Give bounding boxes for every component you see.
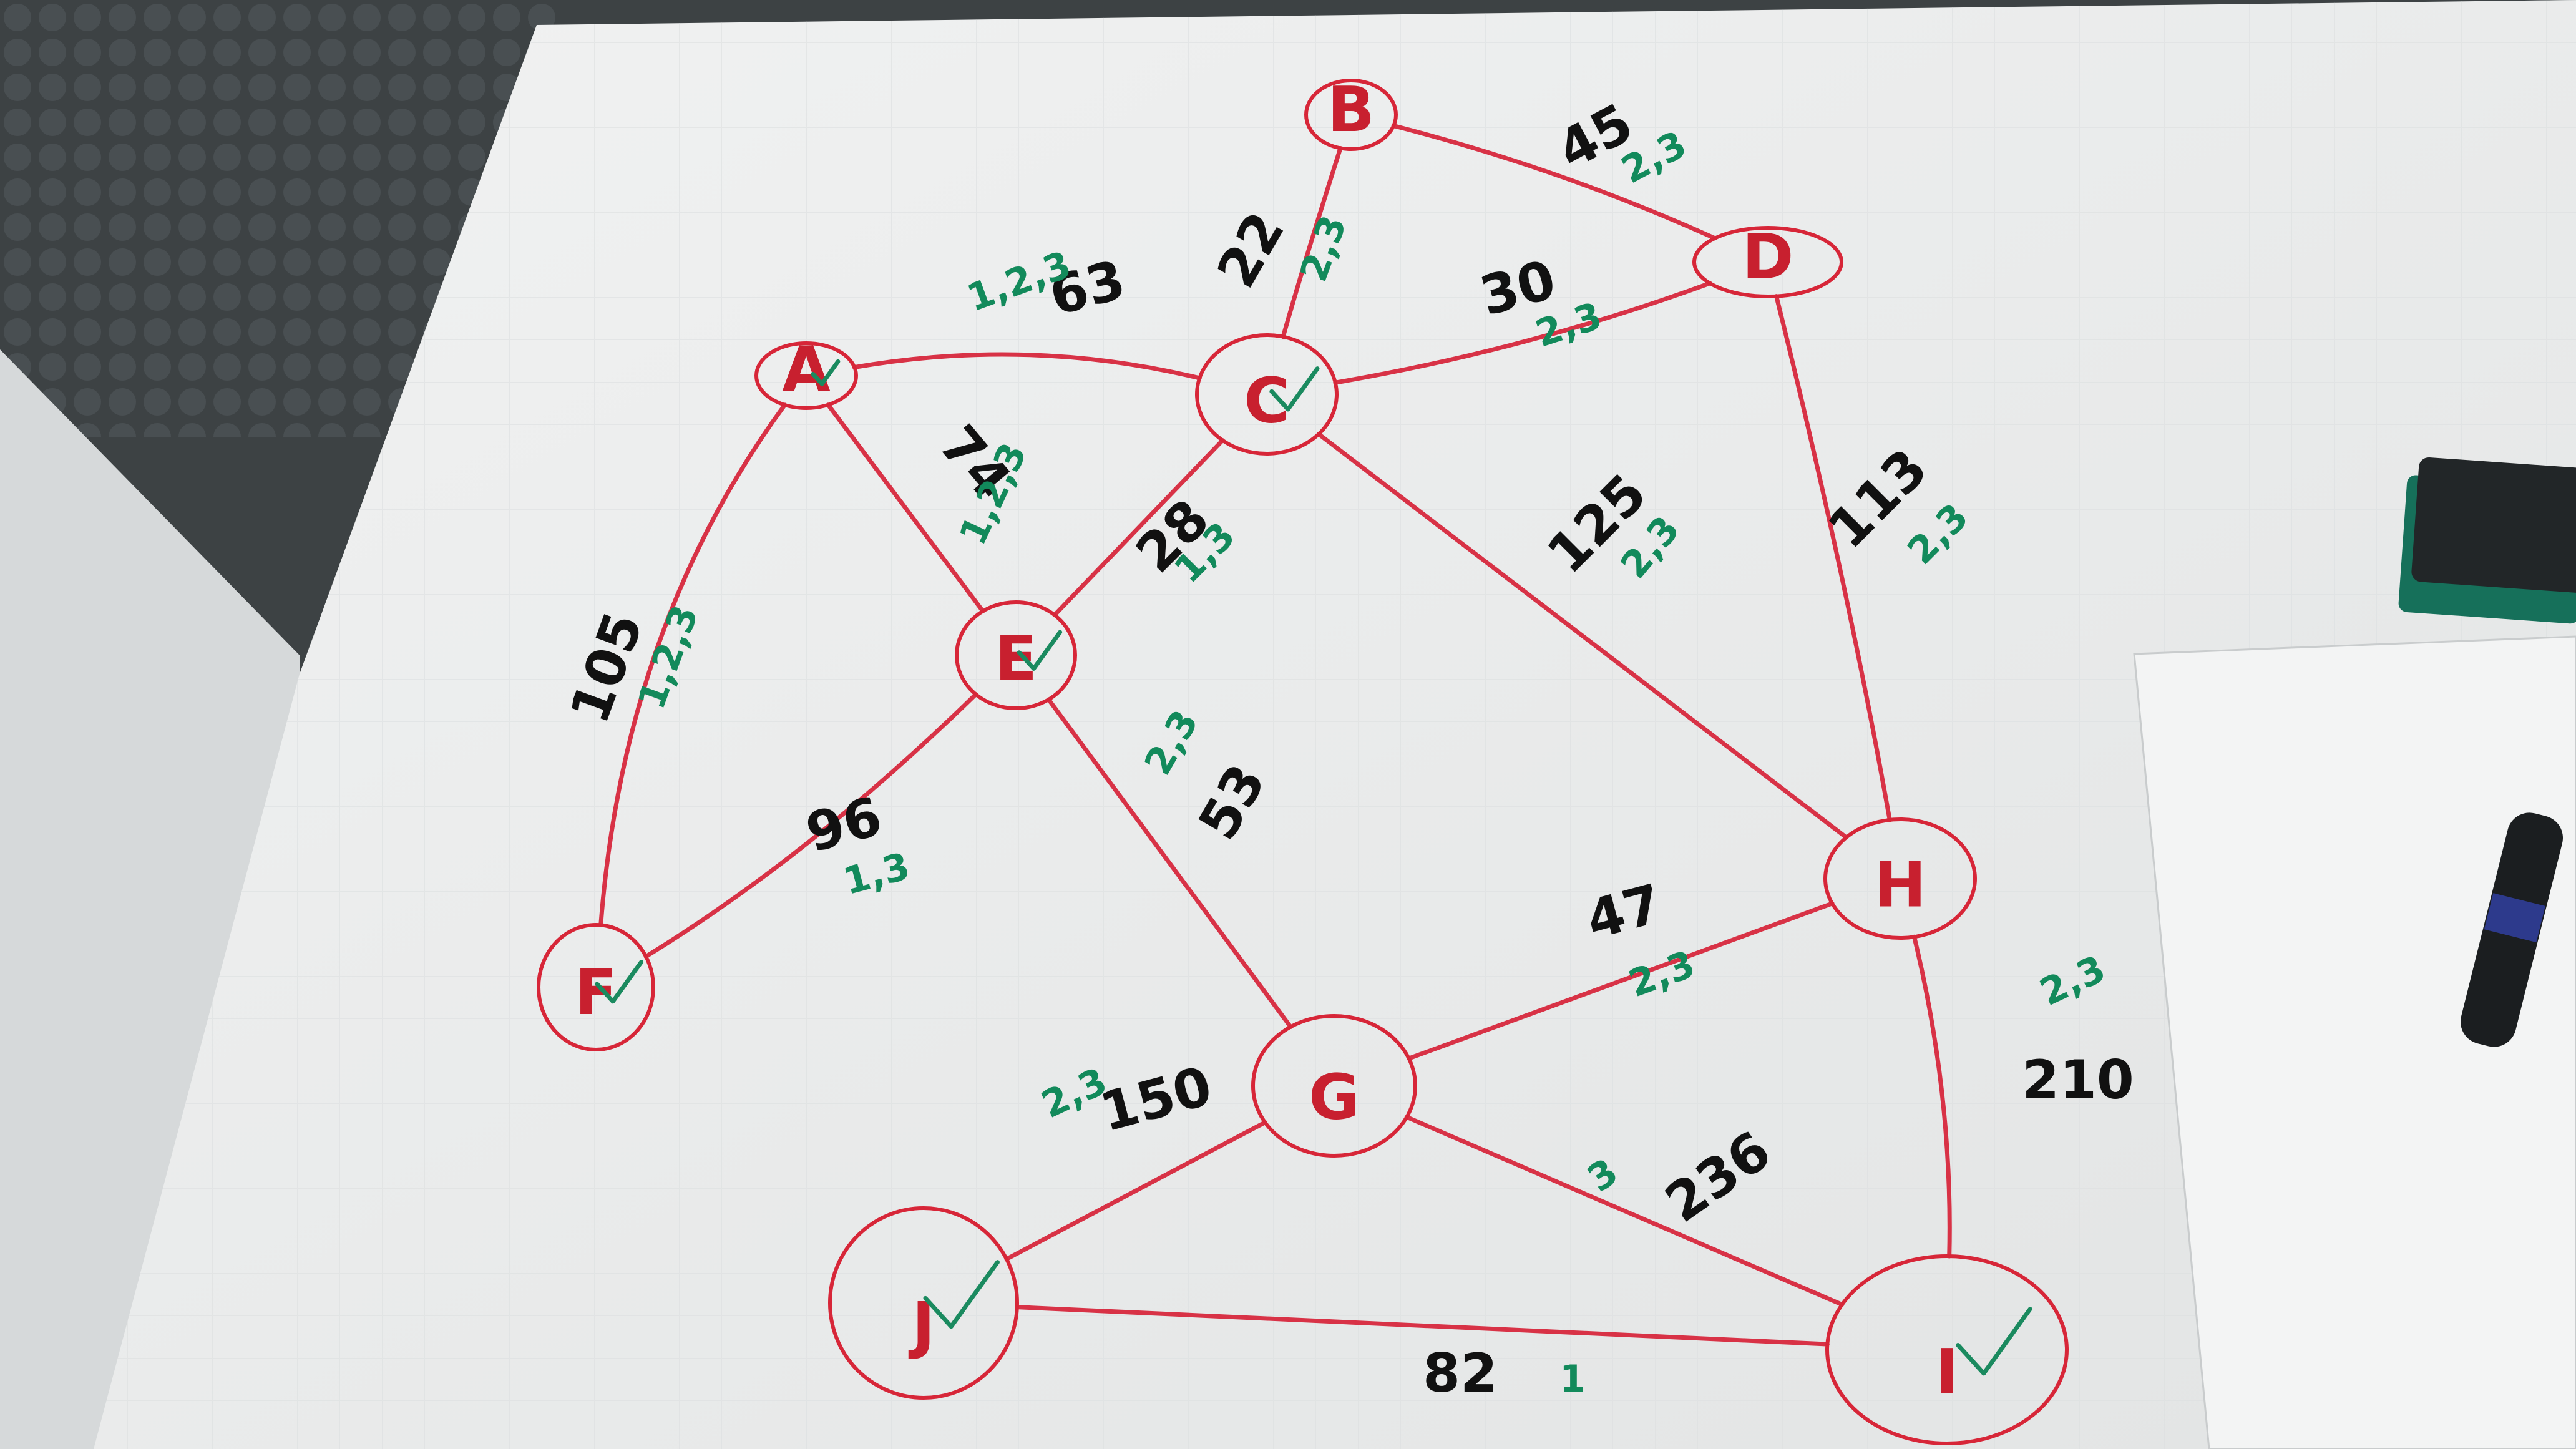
edge-a-c [852, 352, 1202, 381]
edge-a-f [598, 402, 788, 927]
node-h: H [1823, 817, 1977, 940]
edge-c-h [1316, 432, 1849, 840]
node-i: I [1825, 1254, 2069, 1445]
visited-check-icon [1956, 1307, 2032, 1376]
node-label-d: D [1742, 220, 1793, 293]
visited-check-icon [1017, 630, 1063, 671]
edge-c-d [1333, 281, 1712, 385]
marker [2461, 812, 2563, 1047]
node-label-f: F [575, 956, 617, 1029]
edge-g-j [1004, 1120, 1267, 1262]
node-b: B [1304, 73, 1398, 151]
visited-check-icon [595, 960, 644, 1004]
node-label-g: G [1309, 1061, 1360, 1134]
node-label-b: B [1327, 73, 1375, 146]
node-label-e: E [995, 622, 1037, 695]
node-a: A [754, 333, 858, 410]
node-circle-d [1692, 226, 1843, 298]
edge-g-i [1404, 1115, 1845, 1307]
visited-check-icon [811, 359, 841, 386]
edge-b-d [1391, 124, 1717, 241]
node-j: J [828, 1206, 1019, 1400]
whiteboard-grid [94, 0, 2576, 1449]
edges-layer [598, 124, 1952, 1347]
node-label-a: A [782, 333, 830, 406]
node-circle-c [1195, 333, 1339, 456]
node-circle-b [1304, 79, 1398, 151]
node-e: E [955, 600, 1077, 710]
edge-d-h [1774, 294, 1892, 822]
visited-check-icon [1269, 366, 1320, 412]
node-label-j: J [908, 1289, 935, 1362]
node-label-i: I [1935, 1335, 1958, 1408]
edge-g-h [1407, 901, 1835, 1061]
node-circle-j [828, 1206, 1019, 1400]
edge-c-e [1052, 438, 1225, 618]
node-circle-i [1825, 1254, 2069, 1445]
node-circle-a [754, 341, 858, 410]
edge-mark-i-j: 1 [1559, 1357, 1586, 1401]
edge-i-j [1015, 1305, 1830, 1347]
node-circle-h [1823, 817, 1977, 940]
node-g: G [1251, 1014, 1417, 1158]
paper-sheet [2133, 635, 2576, 1449]
node-circle-e [955, 600, 1077, 710]
node-d: D [1692, 220, 1843, 298]
node-f: F [537, 923, 655, 1051]
node-circle-g [1251, 1014, 1417, 1158]
node-label-h: H [1874, 849, 1926, 922]
edge-weight-i-j: 82 [1423, 1342, 1498, 1405]
node-c: C [1195, 333, 1339, 456]
edge-b-c [1281, 145, 1343, 339]
eraser [2398, 457, 2576, 624]
edge-e-f [643, 692, 978, 959]
edge-e-g [1046, 697, 1293, 1030]
node-circle-f [537, 923, 655, 1051]
visited-check-icon [923, 1260, 1000, 1329]
edge-h-i [1912, 934, 1952, 1259]
nodes-layer: A B C D E F G H I J [537, 73, 2069, 1445]
edge-weight-h-i: 210 [2022, 1049, 2134, 1111]
edge-a-e [826, 402, 985, 613]
